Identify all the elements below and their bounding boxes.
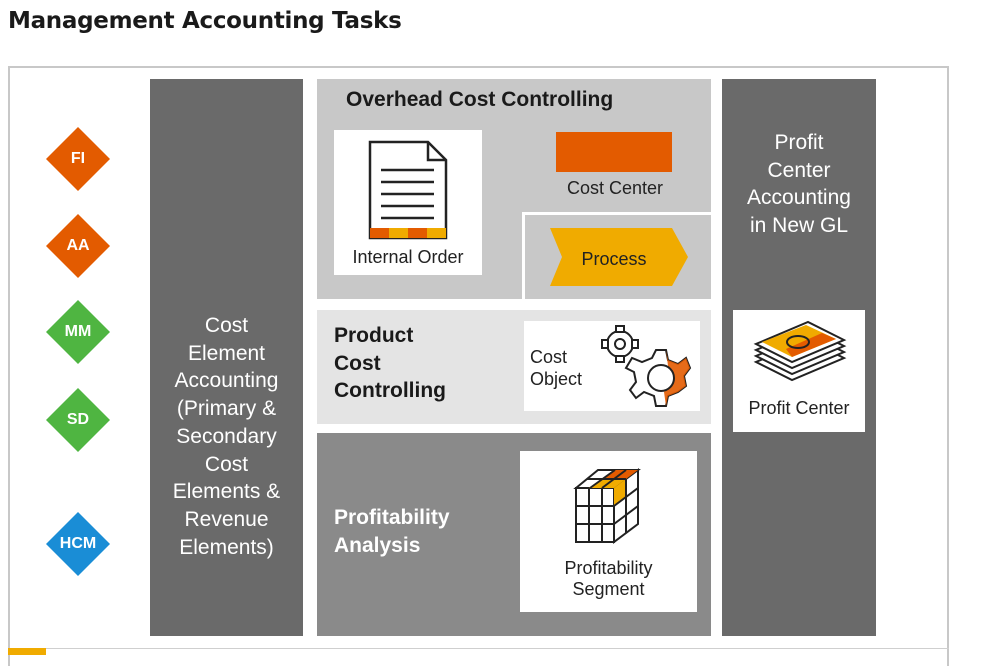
divider-horizontal (522, 212, 711, 215)
profit-center-label: Profit Center (748, 398, 850, 418)
bottom-accent-tab (8, 648, 46, 655)
diamond-shape-fi (46, 127, 110, 191)
cost-element-accounting-text: Cost Element Accounting (Primary & Secon… (172, 314, 281, 559)
component-sd-label: SD (66, 411, 90, 428)
cost-center-bar (556, 132, 672, 172)
cost-object-label: Cost Object (530, 347, 583, 389)
gears-icon (601, 325, 692, 407)
profit-center-accounting-text: Profit Center Accounting in New GL (747, 131, 851, 238)
component-aa-label: AA (66, 237, 90, 254)
product-cost-controlling-title: Product Cost Controlling (334, 324, 446, 402)
component-fi: FI (46, 127, 110, 191)
cost-element-accounting-column (150, 79, 303, 636)
component-mm: MM (46, 300, 110, 364)
component-sd: SD (46, 388, 110, 452)
component-hcm-label: HCM (59, 535, 97, 552)
divider-vertical (522, 212, 525, 300)
diamond-shape-hcm (46, 512, 110, 576)
process-chevron (550, 228, 688, 286)
document-icon (368, 140, 448, 240)
component-fi-label: FI (70, 150, 86, 167)
component-hcm: HCM (46, 512, 110, 576)
component-aa: AA (46, 214, 110, 278)
profitability-analysis-title: Profitability Analysis (334, 506, 450, 557)
diamond-shape-mm (46, 300, 110, 364)
profitability-segment-label: Profitability Segment (564, 558, 653, 599)
internal-order-label: Internal Order (352, 247, 464, 267)
diamond-shape-aa (46, 214, 110, 278)
page-title: Management Accounting Tasks (8, 8, 402, 34)
component-mm-label: MM (64, 323, 92, 340)
money-stack-icon (753, 320, 847, 382)
diamond-shape-sd (46, 388, 110, 452)
cost-center-label: Cost Center (566, 178, 664, 198)
cube-icon (573, 468, 641, 544)
overhead-cost-controlling-title: Overhead Cost Controlling (346, 88, 614, 111)
process-label: Process (581, 249, 647, 269)
bottom-divider (8, 648, 949, 649)
